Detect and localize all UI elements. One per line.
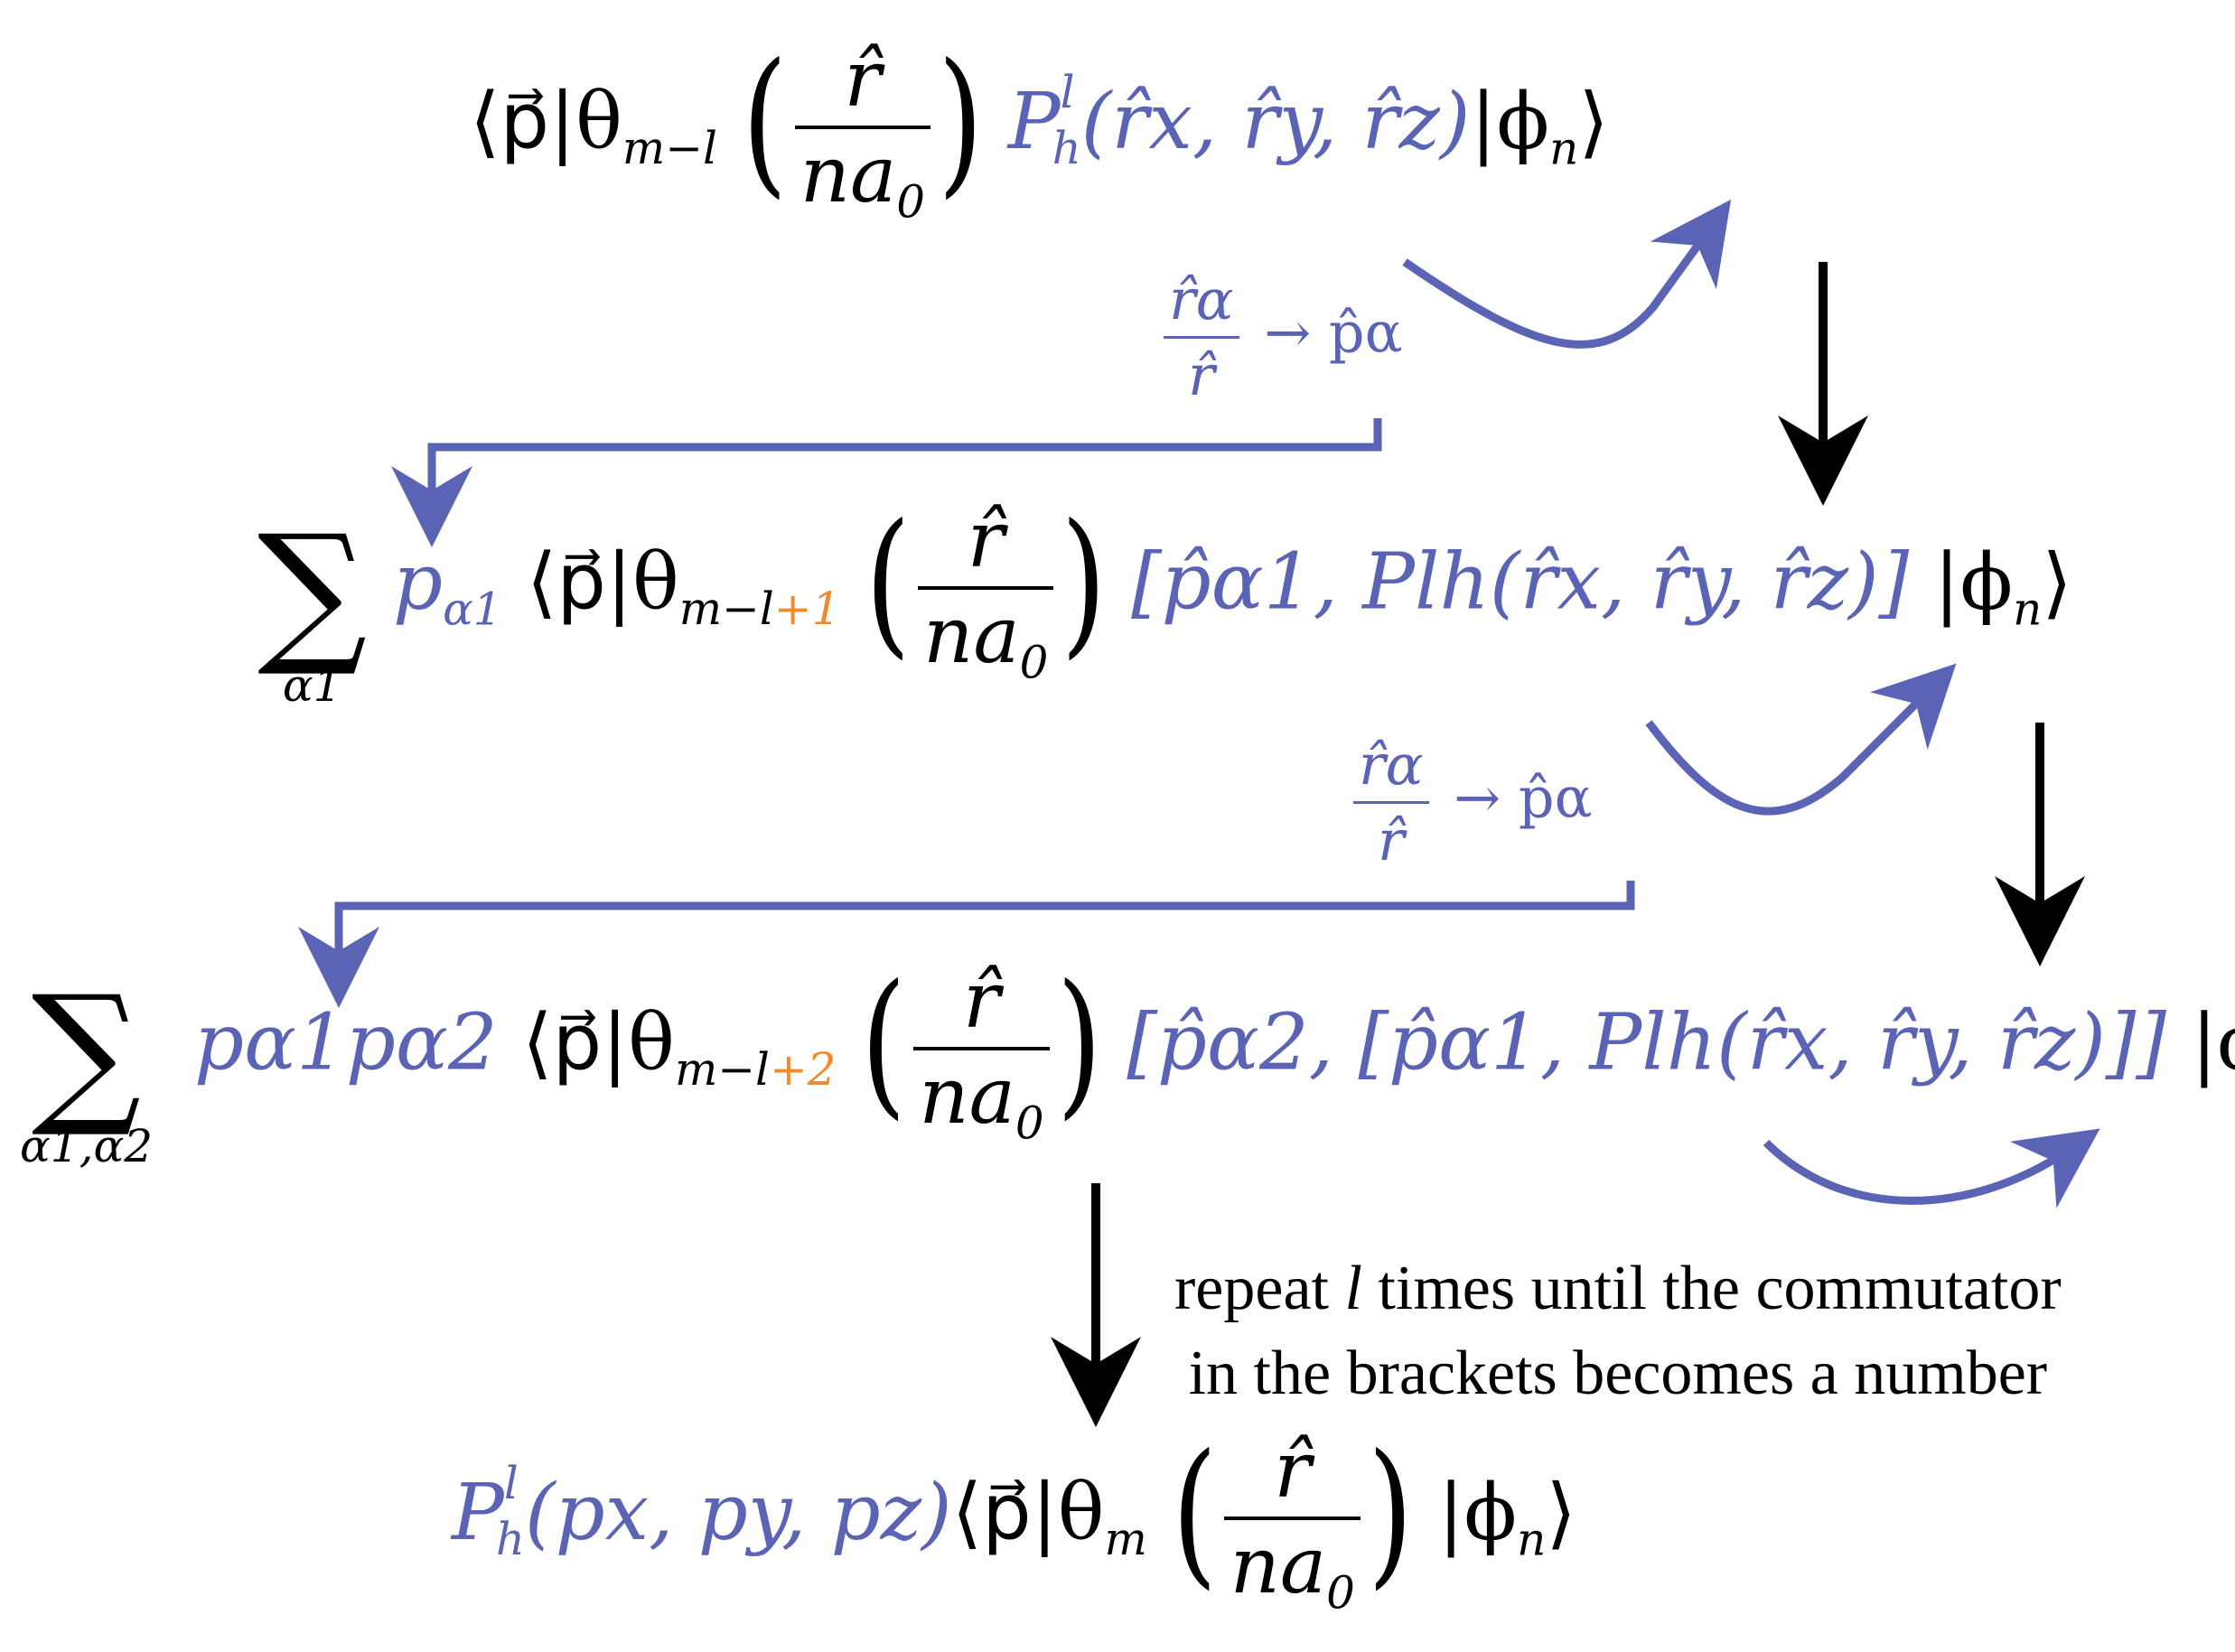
- row2-fraction: r̂na0: [917, 501, 1054, 685]
- row4-fraction: r̂na0: [1224, 1432, 1361, 1615]
- row3-fraction: r̂na0: [913, 962, 1050, 1145]
- row2-commutator: [p̂α1, Plh(r̂x, r̂y, r̂z)]: [1131, 537, 1910, 628]
- curved-arrow-1: [1402, 199, 1732, 349]
- row3-commutator: [p̂α2, [p̂α1, Plh(r̂x, r̂y, r̂z)]]: [1127, 997, 2167, 1088]
- curved-arrow-3: [1763, 1128, 2100, 1209]
- row3-ket: |ϕn⟩: [2191, 997, 2235, 1088]
- row4-ket: |ϕn⟩: [1437, 1467, 1576, 1565]
- row1-fraction: r̂na0: [794, 41, 931, 224]
- row4-polynomial: Plh(px, py, pz): [452, 1456, 952, 1565]
- row1-expression: ⟨p⃗|θm−l (r̂na0) Plh(r̂x, r̂y, r̂z)|ϕn⟩: [470, 30, 1609, 229]
- row2-sum: ∑α1: [257, 502, 368, 712]
- row3-expression: pα1pα2 ⟨p⃗|θm−l+2 (r̂na0) [p̂α2, [p̂α1, …: [194, 962, 2235, 1145]
- row1-polynomial: Plh(r̂x, r̂y, r̂z): [1007, 65, 1471, 174]
- curved-arrow-2: [1645, 663, 1957, 816]
- row2-ket: |ϕn⟩: [1933, 537, 2072, 635]
- row1-ket: |ϕn⟩: [1470, 76, 1609, 174]
- repeat-note: repeat l times until the commutator in t…: [1174, 1254, 2062, 1408]
- row3-sum: ∑α1,α2: [20, 963, 154, 1172]
- row2-expression: pα1 ⟨p⃗|θm−l+1 (r̂na0) [p̂α1, Plh(r̂x, r…: [393, 490, 2072, 689]
- row4-expression: Plh(px, py, pz)⟨p⃗|θm (r̂na0) |ϕn⟩: [452, 1421, 1576, 1619]
- row1-theta-subscript: m−l: [622, 121, 717, 174]
- rule-arrow: →: [1264, 299, 1312, 366]
- row1-bra: ⟨p⃗|θ: [470, 76, 622, 167]
